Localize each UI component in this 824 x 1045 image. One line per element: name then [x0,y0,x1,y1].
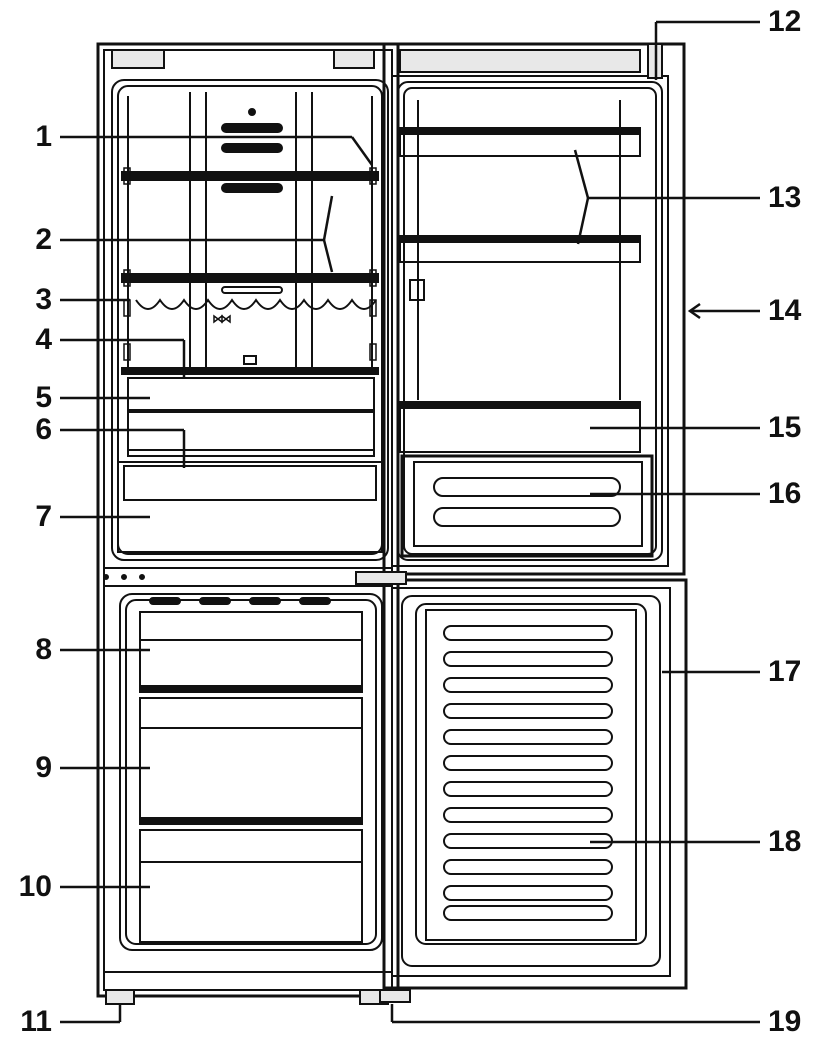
lower-door [355,571,688,1003]
label-14: 14 [768,294,802,327]
label-10: 10 [18,870,52,903]
label-12: 12 [768,5,802,38]
label-8: 8 [35,633,52,666]
label-5: 5 [35,381,52,414]
label-4: 4 [35,323,52,356]
label-7: 7 [35,500,52,533]
label-15: 15 [768,411,802,444]
upper-door [382,42,686,576]
label-18: 18 [768,825,802,858]
label-19: 19 [768,1005,802,1038]
label-1: 1 [35,120,52,153]
label-16: 16 [768,477,802,510]
label-17: 17 [768,655,802,688]
label-6: 6 [35,413,52,446]
label-13: 13 [768,181,802,214]
cabinet-body [96,42,400,1005]
label-11: 11 [20,1005,52,1038]
label-2: 2 [35,223,52,256]
leader-lines [60,20,760,1024]
label-3: 3 [35,283,52,316]
label-9: 9 [35,751,52,784]
